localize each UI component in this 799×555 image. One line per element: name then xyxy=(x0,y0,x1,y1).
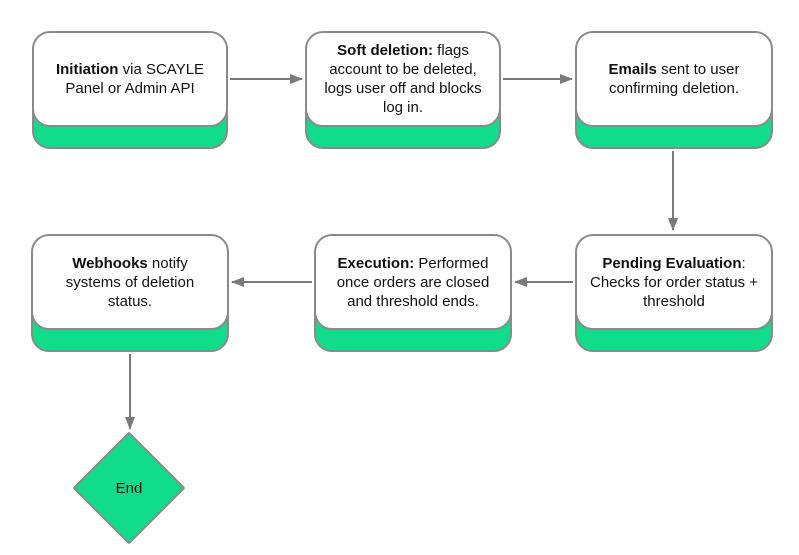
node-soft-deletion-label-rest: flags account to be deleted, logs user o… xyxy=(324,42,482,116)
node-initiation-label: Initiation via SCAYLE Panel or Admin API xyxy=(45,60,215,98)
node-initiation-label-bold: Initiation xyxy=(55,61,119,78)
node-soft-deletion-label-bold: Soft deletion: xyxy=(337,42,433,59)
node-execution-label-rest: Performed once orders are closed and thr… xyxy=(336,254,490,310)
node-pending-evaluation-label-bold: Pending Evaluation xyxy=(602,254,742,272)
node-pending-evaluation-box: Pending Evaluation: Checks for order sta… xyxy=(575,234,773,330)
end-label: End xyxy=(115,479,143,497)
node-webhooks-label-bold: Webhooks xyxy=(72,254,148,272)
node-execution-box: Execution: Performed once orders are clo… xyxy=(314,234,512,330)
node-webhooks: Webhooks notify systems of deletion stat… xyxy=(31,234,229,352)
node-initiation: Initiation via SCAYLE Panel or Admin API xyxy=(32,31,228,149)
node-webhooks-label: Webhooks notify systems of deletion stat… xyxy=(44,254,216,311)
node-emails-label-rest: sent to user confirming deletion. xyxy=(608,61,740,97)
node-pending-evaluation: Pending Evaluation: Checks for order sta… xyxy=(575,234,773,352)
node-webhooks-label-rest: notify systems of deletion status. xyxy=(65,254,195,310)
node-pending-evaluation-label: Pending Evaluation: Checks for order sta… xyxy=(588,254,760,311)
node-emails-label: Emails sent to user confirming deletion. xyxy=(588,60,760,98)
node-execution-label-bold: Execution: xyxy=(337,254,415,272)
node-soft-deletion: Soft deletion: flags account to be delet… xyxy=(305,31,501,149)
node-soft-deletion-box: Soft deletion: flags account to be delet… xyxy=(305,31,501,127)
node-emails-label-bold: Emails xyxy=(608,61,657,78)
node-execution-label: Execution: Performed once orders are clo… xyxy=(327,254,499,311)
node-initiation-label-rest: via SCAYLE Panel or Admin API xyxy=(65,61,205,97)
node-pending-evaluation-label-rest: : Checks for order status + threshold xyxy=(590,254,758,310)
node-end: End xyxy=(72,431,186,545)
node-initiation-box: Initiation via SCAYLE Panel or Admin API xyxy=(32,31,228,127)
node-webhooks-box: Webhooks notify systems of deletion stat… xyxy=(31,234,229,330)
node-emails-box: Emails sent to user confirming deletion. xyxy=(575,31,773,127)
node-emails: Emails sent to user confirming deletion. xyxy=(575,31,773,149)
node-soft-deletion-label: Soft deletion: flags account to be delet… xyxy=(318,41,488,117)
node-execution: Execution: Performed once orders are clo… xyxy=(314,234,512,352)
